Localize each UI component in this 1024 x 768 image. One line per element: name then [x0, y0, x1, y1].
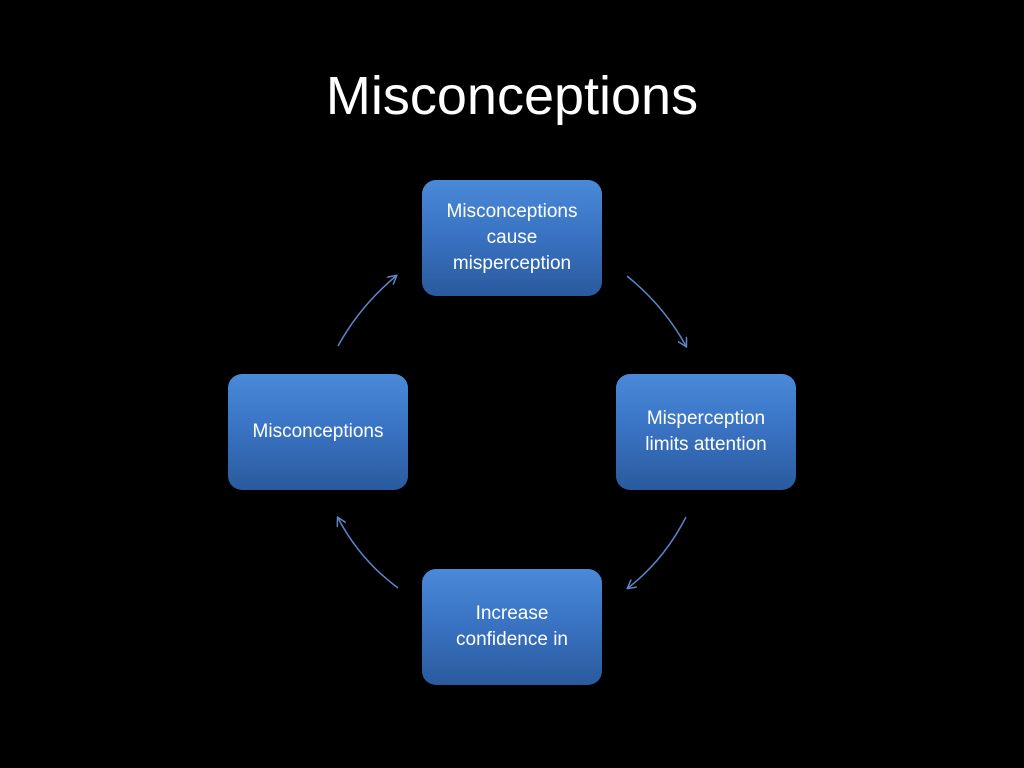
arrow-bottom-to-left — [338, 518, 399, 589]
cycle-node-misperception-limits-attention: Misperception limits attention — [616, 374, 796, 490]
slide-title: Misconceptions — [325, 66, 699, 126]
arrow-left-to-top — [337, 276, 396, 347]
arrow-top-to-right — [626, 275, 686, 346]
cycle-node-misconceptions-cause-misperception: Misconceptions cause misperception — [422, 180, 602, 296]
cycle-node-increase-confidence: Increase confidence in — [422, 569, 602, 685]
arrow-right-to-bottom — [628, 516, 687, 588]
cycle-node-misconceptions: Misconceptions — [228, 374, 408, 490]
